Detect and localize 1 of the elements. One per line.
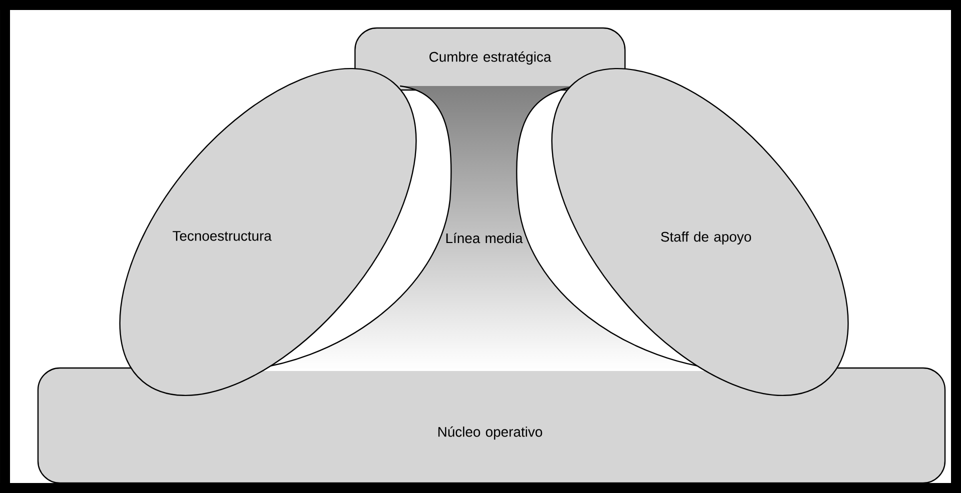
base-box: Núcleo operativo (37, 367, 946, 484)
